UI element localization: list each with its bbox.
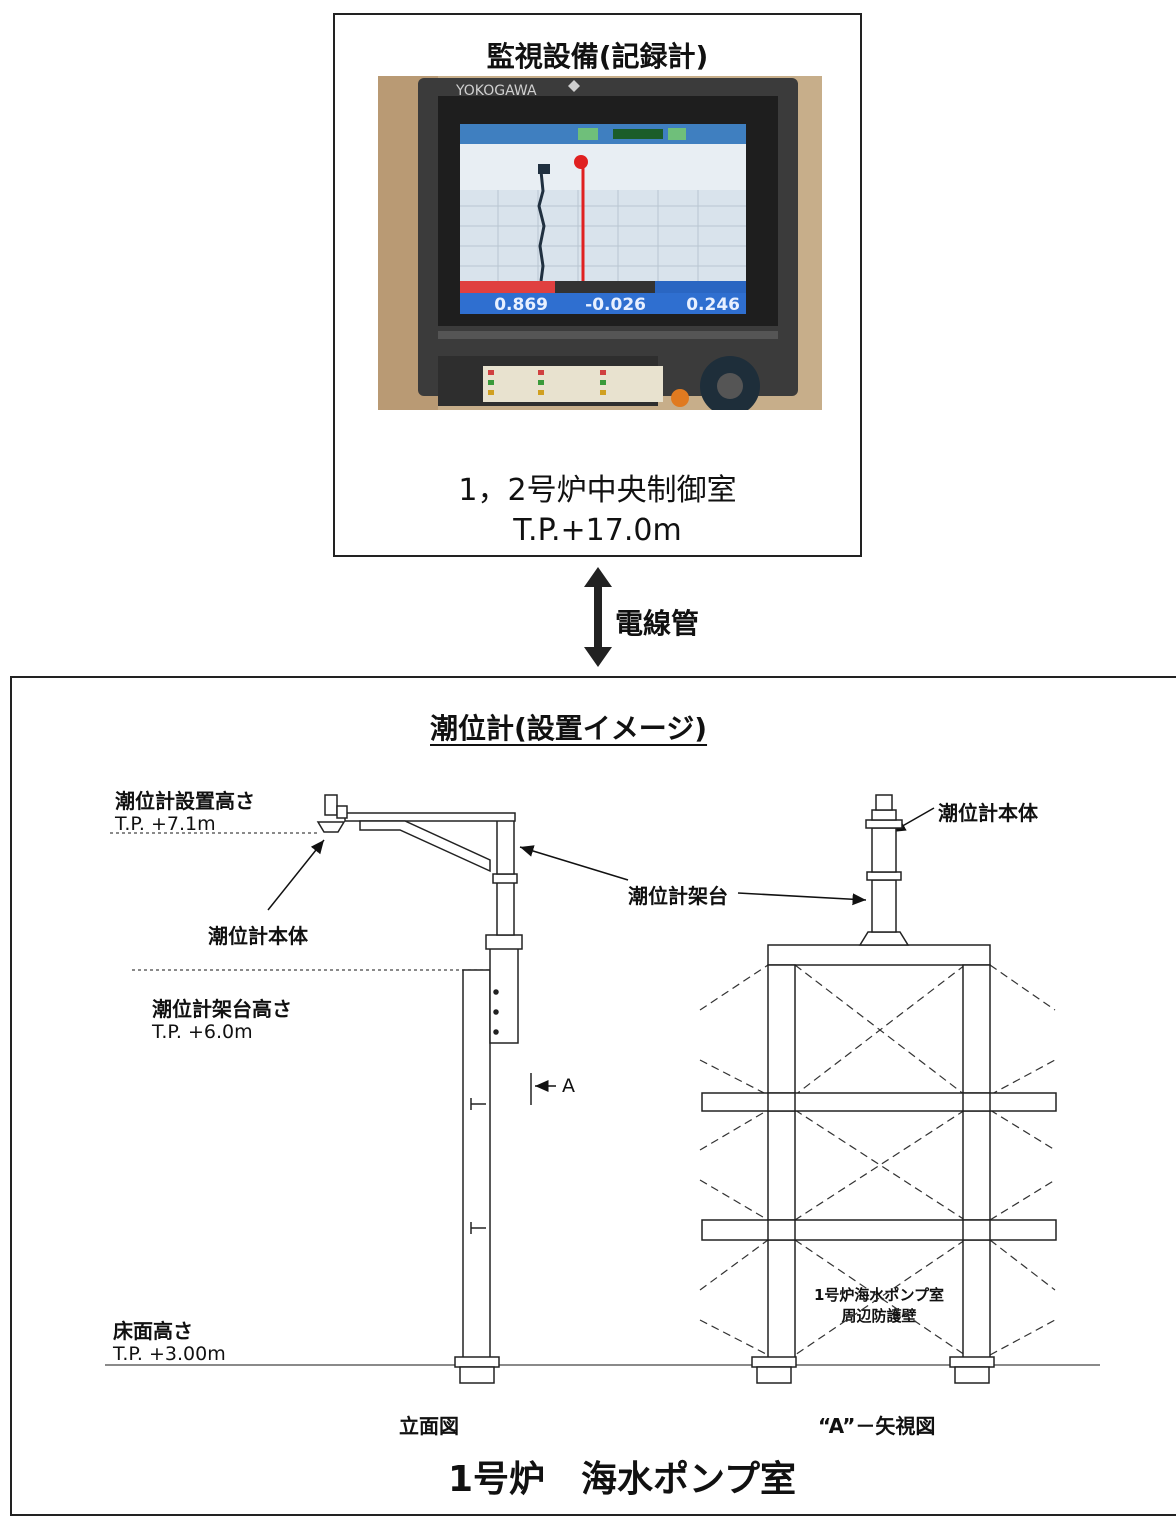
- screen-value-2: -0.026: [585, 295, 646, 315]
- sensor-height-label: 潮位計設置高さ: [115, 789, 255, 813]
- conduit-label: 電線管: [615, 607, 700, 640]
- stand-height-value: T.P. +6.0m: [152, 1021, 253, 1043]
- control-room-label: 1，2号炉中央制御室: [458, 473, 737, 508]
- sensor-body-label-left: 潮位計本体: [208, 924, 308, 948]
- wall-label-line2: 周辺防護壁: [841, 1307, 917, 1325]
- recorder-panel: 監視設備(記録計) YOKOGAWA 0.869 -0.026: [333, 13, 862, 557]
- arrow-view-caption: “A”－矢視図: [818, 1414, 936, 1438]
- floor-height-value: T.P. +3.00m: [113, 1343, 226, 1365]
- recorder-photo: YOKOGAWA 0.869 -0.026 0.246: [378, 76, 822, 410]
- floor-height-label: 床面高さ: [113, 1319, 193, 1343]
- control-room-elevation: T.P.+17.0m: [513, 513, 682, 548]
- wall-label-line1: 1号炉海水ポンプ室: [814, 1286, 944, 1304]
- installation-title: 潮位計(設置イメージ): [430, 712, 708, 745]
- sensor-height-value: T.P. +7.1m: [115, 813, 216, 835]
- elevation-view: [316, 794, 532, 1384]
- recorder-title: 監視設備(記録計): [486, 40, 709, 73]
- recorder-brand: YOKOGAWA: [455, 83, 537, 99]
- screen-value-3: 0.246: [686, 295, 740, 315]
- stand-label: 潮位計架台: [628, 884, 728, 908]
- view-marker-label: A: [562, 1075, 575, 1097]
- double-arrow-icon: [584, 567, 612, 667]
- screen-value-1: 0.869: [494, 295, 548, 315]
- building-label: 1号炉 海水ポンプ室: [448, 1459, 796, 1500]
- sensor-body-label-right: 潮位計本体: [938, 801, 1038, 825]
- elevation-view-caption: 立面図: [399, 1414, 459, 1438]
- stand-leader-left: [519, 845, 629, 881]
- sensor-leader-left: [267, 839, 325, 911]
- arrow-view: [699, 794, 1057, 1384]
- stand-leader-right: [737, 892, 867, 906]
- stand-height-label: 潮位計架台高さ: [152, 997, 292, 1021]
